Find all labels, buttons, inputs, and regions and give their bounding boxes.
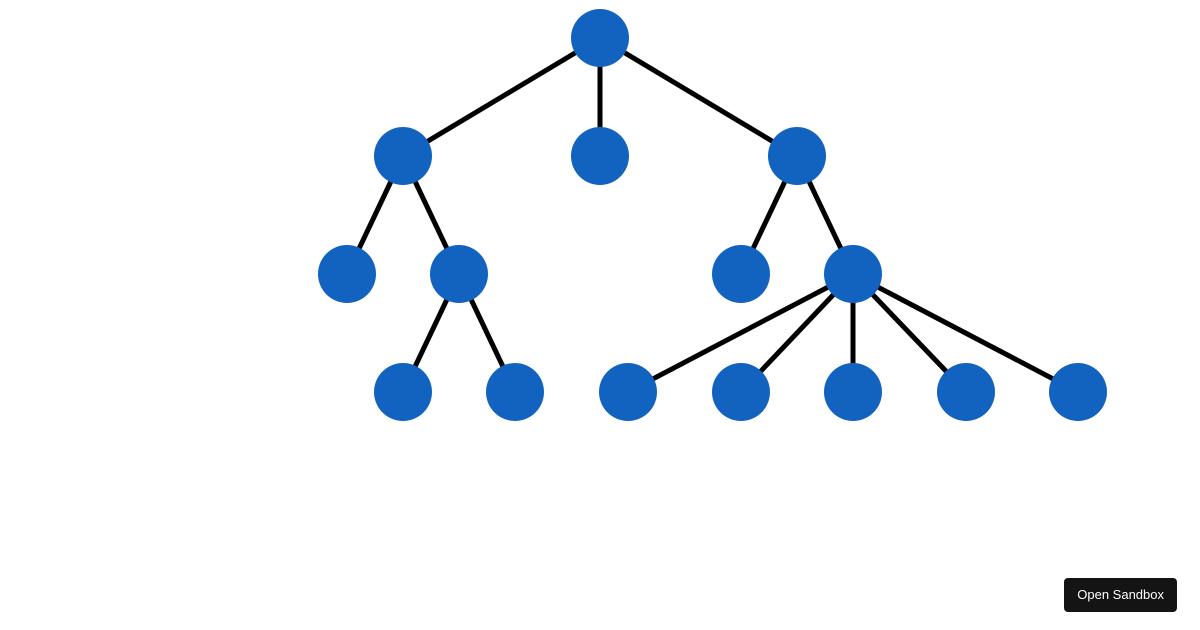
tree-edge-root-c: [598, 35, 799, 159]
tree-node-a2y: [486, 363, 544, 421]
tree-node-c2c: [824, 363, 882, 421]
tree-node-c2d: [937, 363, 995, 421]
tree-node-b: [571, 127, 629, 185]
tree-node-a: [374, 127, 432, 185]
open-sandbox-button[interactable]: Open Sandbox: [1064, 578, 1177, 612]
tree-node-c: [768, 127, 826, 185]
tree-node-c2: [824, 245, 882, 303]
tree-edge-c2-c2a: [626, 271, 855, 395]
tree-node-a2x: [374, 363, 432, 421]
tree-node-root: [571, 9, 629, 67]
tree-node-a1: [318, 245, 376, 303]
tree-edges: [344, 35, 1080, 395]
tree-node-c2e: [1049, 363, 1107, 421]
tree-node-a2: [430, 245, 488, 303]
tree-node-c2a: [599, 363, 657, 421]
tree-edge-c2-c2e: [851, 271, 1080, 395]
tree-node-c1: [712, 245, 770, 303]
tree-nodes: [318, 9, 1107, 421]
tree-node-c2b: [712, 363, 770, 421]
tree-edge-root-a: [401, 35, 602, 159]
